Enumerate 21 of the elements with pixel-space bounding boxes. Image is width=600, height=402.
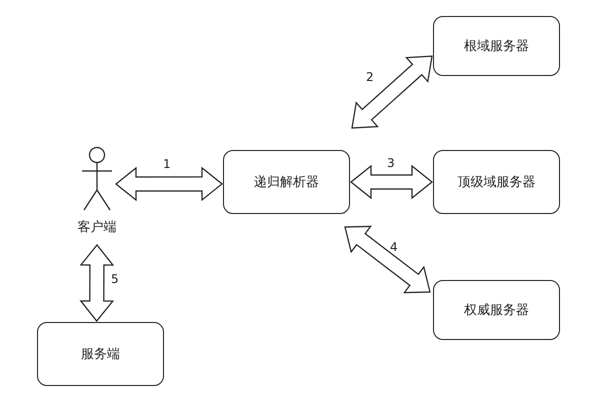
edge-label: 1: [163, 157, 171, 171]
edge-label: 2: [366, 70, 374, 84]
double-arrow: [115, 166, 223, 202]
edge-label: 4: [390, 240, 398, 254]
edge-label: 3: [387, 156, 395, 170]
double-arrow: [350, 164, 433, 200]
server-box: [433, 150, 560, 214]
node-label: 客户端: [78, 219, 116, 236]
server-box: [223, 150, 350, 214]
edge-label: 5: [111, 272, 119, 286]
node-label: 根域服务器: [464, 38, 529, 55]
server-box: [433, 16, 560, 76]
double-arrow: [344, 226, 431, 294]
node-label: 服务端: [81, 346, 120, 363]
server-box: [433, 280, 560, 340]
server-box: [37, 322, 164, 386]
node-label: 权威服务器: [464, 302, 529, 319]
node-label: 顶级域服务器: [458, 174, 536, 191]
double-arrow: [351, 56, 433, 129]
node-label: 递归解析器: [254, 174, 319, 191]
double-arrow: [80, 244, 114, 322]
